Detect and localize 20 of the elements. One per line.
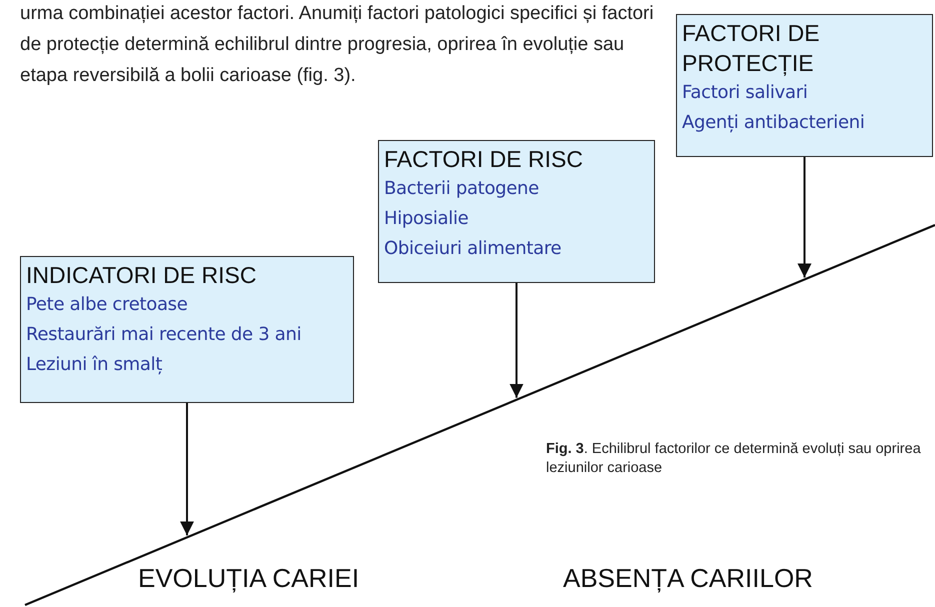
box-heading: FACTORI DE RISC [384,145,584,174]
arrow [180,403,194,536]
list-item: Leziuni în smalț [26,353,164,377]
list-item: Obiceiuri alimentare [384,237,562,261]
arrow [798,157,812,278]
factor-box [378,140,655,283]
list-item: Bacterii patogene [384,177,540,201]
list-item: Hiposialie [384,207,470,231]
figure-caption: Fig. 3. Echilibrul factorilor ce determină evoluți sau oprirea leziunilor carioase [546,440,922,478]
paragraph: urma combinației acestor factori. Anumiți factori patologici specifici și factori de protecție determină echilibrul dintre progresia, oprirea în evoluție sau etapa reversibilă a bolii carioase (fig. 3). [20,2,655,88]
factor-box [676,14,933,157]
axis-label: EVOLUȚIA CARIEI [138,563,360,594]
box-heading: INDICATORI DE RISC [26,261,258,290]
axis-label: ABSENȚA CARIILOR [563,563,813,594]
box-heading: FACTORI DE PROTECȚIE [682,19,821,78]
arrow [510,283,524,398]
list-item: Restaurări mai recente de 3 ani [26,323,302,347]
list-item: Agenți antibacterieni [682,111,866,135]
list-item: Pete albe cretoase [26,293,189,317]
list-item: Factori salivari [682,81,809,105]
